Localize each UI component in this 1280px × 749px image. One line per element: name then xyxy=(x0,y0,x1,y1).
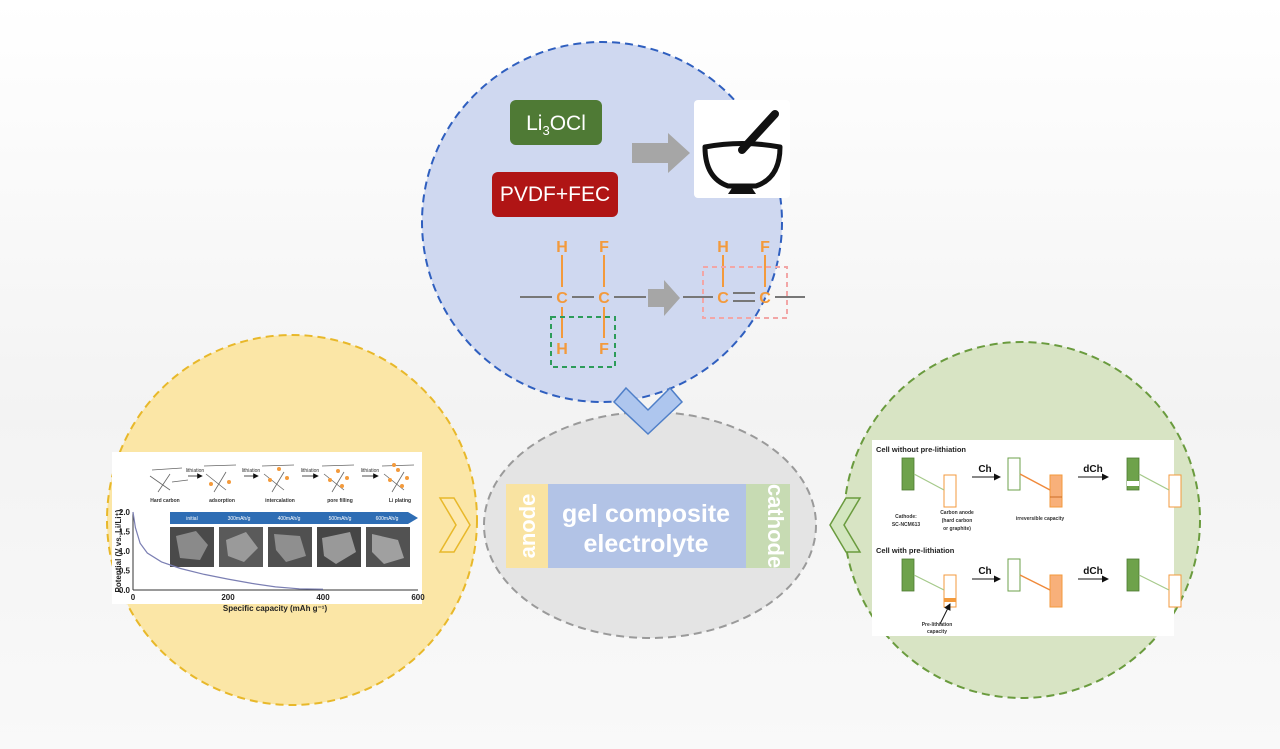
atom-h-bottom: H xyxy=(556,341,568,358)
schematic-label-4: pore filling xyxy=(327,498,353,504)
schematic-adsorption xyxy=(203,464,237,493)
electrolyte-layer xyxy=(548,484,746,568)
cathode-rect-6 xyxy=(1126,558,1140,592)
pvdf-fec-box xyxy=(492,172,618,217)
title-without-prelithiation: Cell without pre-lithiation xyxy=(876,445,966,454)
dch-label-1: dCh xyxy=(1083,464,1102,475)
pvdf-molecule: H F C C H F xyxy=(520,239,646,368)
ch-label-2: Ch xyxy=(978,566,991,577)
prelithiation-label-2: capacity xyxy=(927,629,947,635)
chart-series-line xyxy=(132,511,324,590)
anode-label-1: Carbon anode xyxy=(940,510,974,516)
anode-rect-3 xyxy=(1168,474,1182,508)
atom-c2: C xyxy=(598,290,610,307)
schematic-li-plating xyxy=(381,463,415,493)
sem-label-3: 400mAh/g xyxy=(278,516,301,522)
schematic-label-5: Li plating xyxy=(389,498,411,504)
potential-capacity-chart: 0 200 400 600 0.0 0.5 1.0 1.5 2.0 Specific capac… xyxy=(114,508,425,613)
atom-f-bottom: F xyxy=(599,341,609,358)
y-tick-label: 1.0 xyxy=(119,547,131,556)
x-tick-label: 200 xyxy=(221,593,235,602)
cathode-label-1: Cathode: xyxy=(895,514,917,520)
chart-ticks: 0 200 400 600 0.0 0.5 1.0 1.5 2.0 xyxy=(119,508,425,602)
prelithiation-label-1: Pre-lithiation xyxy=(922,622,953,628)
mortar-pestle-icon xyxy=(694,100,790,198)
atom-h2-top: H xyxy=(717,239,729,256)
cathode-label-2: SC-NCM613 xyxy=(892,522,921,528)
sem-images xyxy=(170,527,410,567)
schematic-pore-filling xyxy=(321,464,355,493)
atom-f2-top: F xyxy=(760,239,770,256)
y-tick-label: 1.5 xyxy=(119,528,131,537)
anode-rect-1 xyxy=(943,474,957,508)
green-chevron-left-icon xyxy=(829,497,862,553)
schematic-intercalation xyxy=(261,464,295,493)
ch-label-1: Ch xyxy=(978,464,991,475)
li3ocl-label: Li3OCl xyxy=(526,112,586,138)
right-figure-panel xyxy=(872,440,1174,636)
reaction-arrow-icon xyxy=(648,280,680,316)
left-circle-group: lithiation lithiation lithiation lithiat… xyxy=(106,334,478,706)
li3ocl-box xyxy=(510,100,602,145)
atom-c4: C xyxy=(759,290,771,307)
x-tick-label: 400 xyxy=(316,593,330,602)
lithiation-schematic: lithiation lithiation lithiation lithiat… xyxy=(149,463,415,504)
capacity-progress-bar xyxy=(170,512,418,524)
dch-label-2: dCh xyxy=(1083,566,1102,577)
cathode-rect-2 xyxy=(1007,457,1021,491)
cathode-rect-4 xyxy=(901,558,915,592)
pvdf-fec-label: PVDF+FEC xyxy=(500,183,610,206)
arrow-label-2: lithiation xyxy=(242,468,261,474)
irreversible-capacity-label: irreversible capacity xyxy=(1016,516,1065,522)
center-circle-group: anode cathode gel composite electrolyte xyxy=(483,411,817,639)
anode-label-3: or graphite) xyxy=(943,526,971,532)
cathode-rect-1 xyxy=(901,457,915,491)
atom-c3: C xyxy=(717,290,729,307)
atom-c1: C xyxy=(556,290,568,307)
y-tick-label: 0.5 xyxy=(119,567,131,576)
schematic-label-1: Hard carbon xyxy=(150,498,179,504)
cathode-layer xyxy=(746,484,790,568)
anode-rect-6 xyxy=(1168,574,1182,608)
y-tick-label: 2.0 xyxy=(119,508,131,517)
green-dashed-box xyxy=(550,316,616,368)
anode-rect-4 xyxy=(943,574,957,608)
anode-rect-2 xyxy=(1049,474,1063,508)
gray-arrow-icon xyxy=(632,133,690,173)
sem-label-4: 500mAh/g xyxy=(329,516,352,522)
top-circle-group: Li3OCl PVDF+FEC H F C C H F xyxy=(421,41,805,403)
electrolyte-label-line2: electrolyte xyxy=(583,530,708,558)
schematic-label-3: intercalation xyxy=(265,498,295,504)
atom-h-top: H xyxy=(556,239,568,256)
sem-image-labels: initial 300mAh/g 400mAh/g 500mAh/g 600mA… xyxy=(186,516,398,522)
x-tick-label: 600 xyxy=(411,593,425,602)
atom-f-top: F xyxy=(599,239,609,256)
sem-label-2: 300mAh/g xyxy=(228,516,251,522)
anode-label: anode xyxy=(515,494,540,559)
yellow-chevron-right-icon xyxy=(438,497,471,553)
dehydrofluorinated-molecule: H F C C xyxy=(683,239,805,319)
blue-chevron-down-icon xyxy=(612,386,684,436)
electrolyte-label-line1: gel composite xyxy=(562,500,730,528)
schematic-hard-carbon xyxy=(149,467,189,493)
anode-label-2: (hard carbon xyxy=(942,518,973,524)
anode-layer xyxy=(506,484,548,568)
pink-dashed-box xyxy=(702,266,788,319)
cathode-rect-5 xyxy=(1007,558,1021,592)
arrow-label-4: lithiation xyxy=(361,468,380,474)
schematic-label-2: adsorption xyxy=(209,498,235,504)
sem-label-5: 600mAh/g xyxy=(376,516,399,522)
sem-label-1: initial xyxy=(186,516,197,522)
arrow-label-1: lithiation xyxy=(186,468,205,474)
y-tick-label: 0.0 xyxy=(119,586,131,595)
arrow-label-3: lithiation xyxy=(301,468,320,474)
cathode-label: cathode xyxy=(763,484,788,568)
anode-rect-5 xyxy=(1049,574,1063,608)
title-with-prelithiation: Cell with pre-lithiation xyxy=(876,546,955,555)
chart-x-label: Specific capacity (mAh g⁻¹) xyxy=(223,604,328,613)
chart-y-label: Potential (V vs. Li/Li⁺) xyxy=(114,509,123,592)
right-circle-group: Cell without pre-lithiation Ch dCh Catho… xyxy=(843,341,1201,699)
x-tick-label: 0 xyxy=(131,593,136,602)
